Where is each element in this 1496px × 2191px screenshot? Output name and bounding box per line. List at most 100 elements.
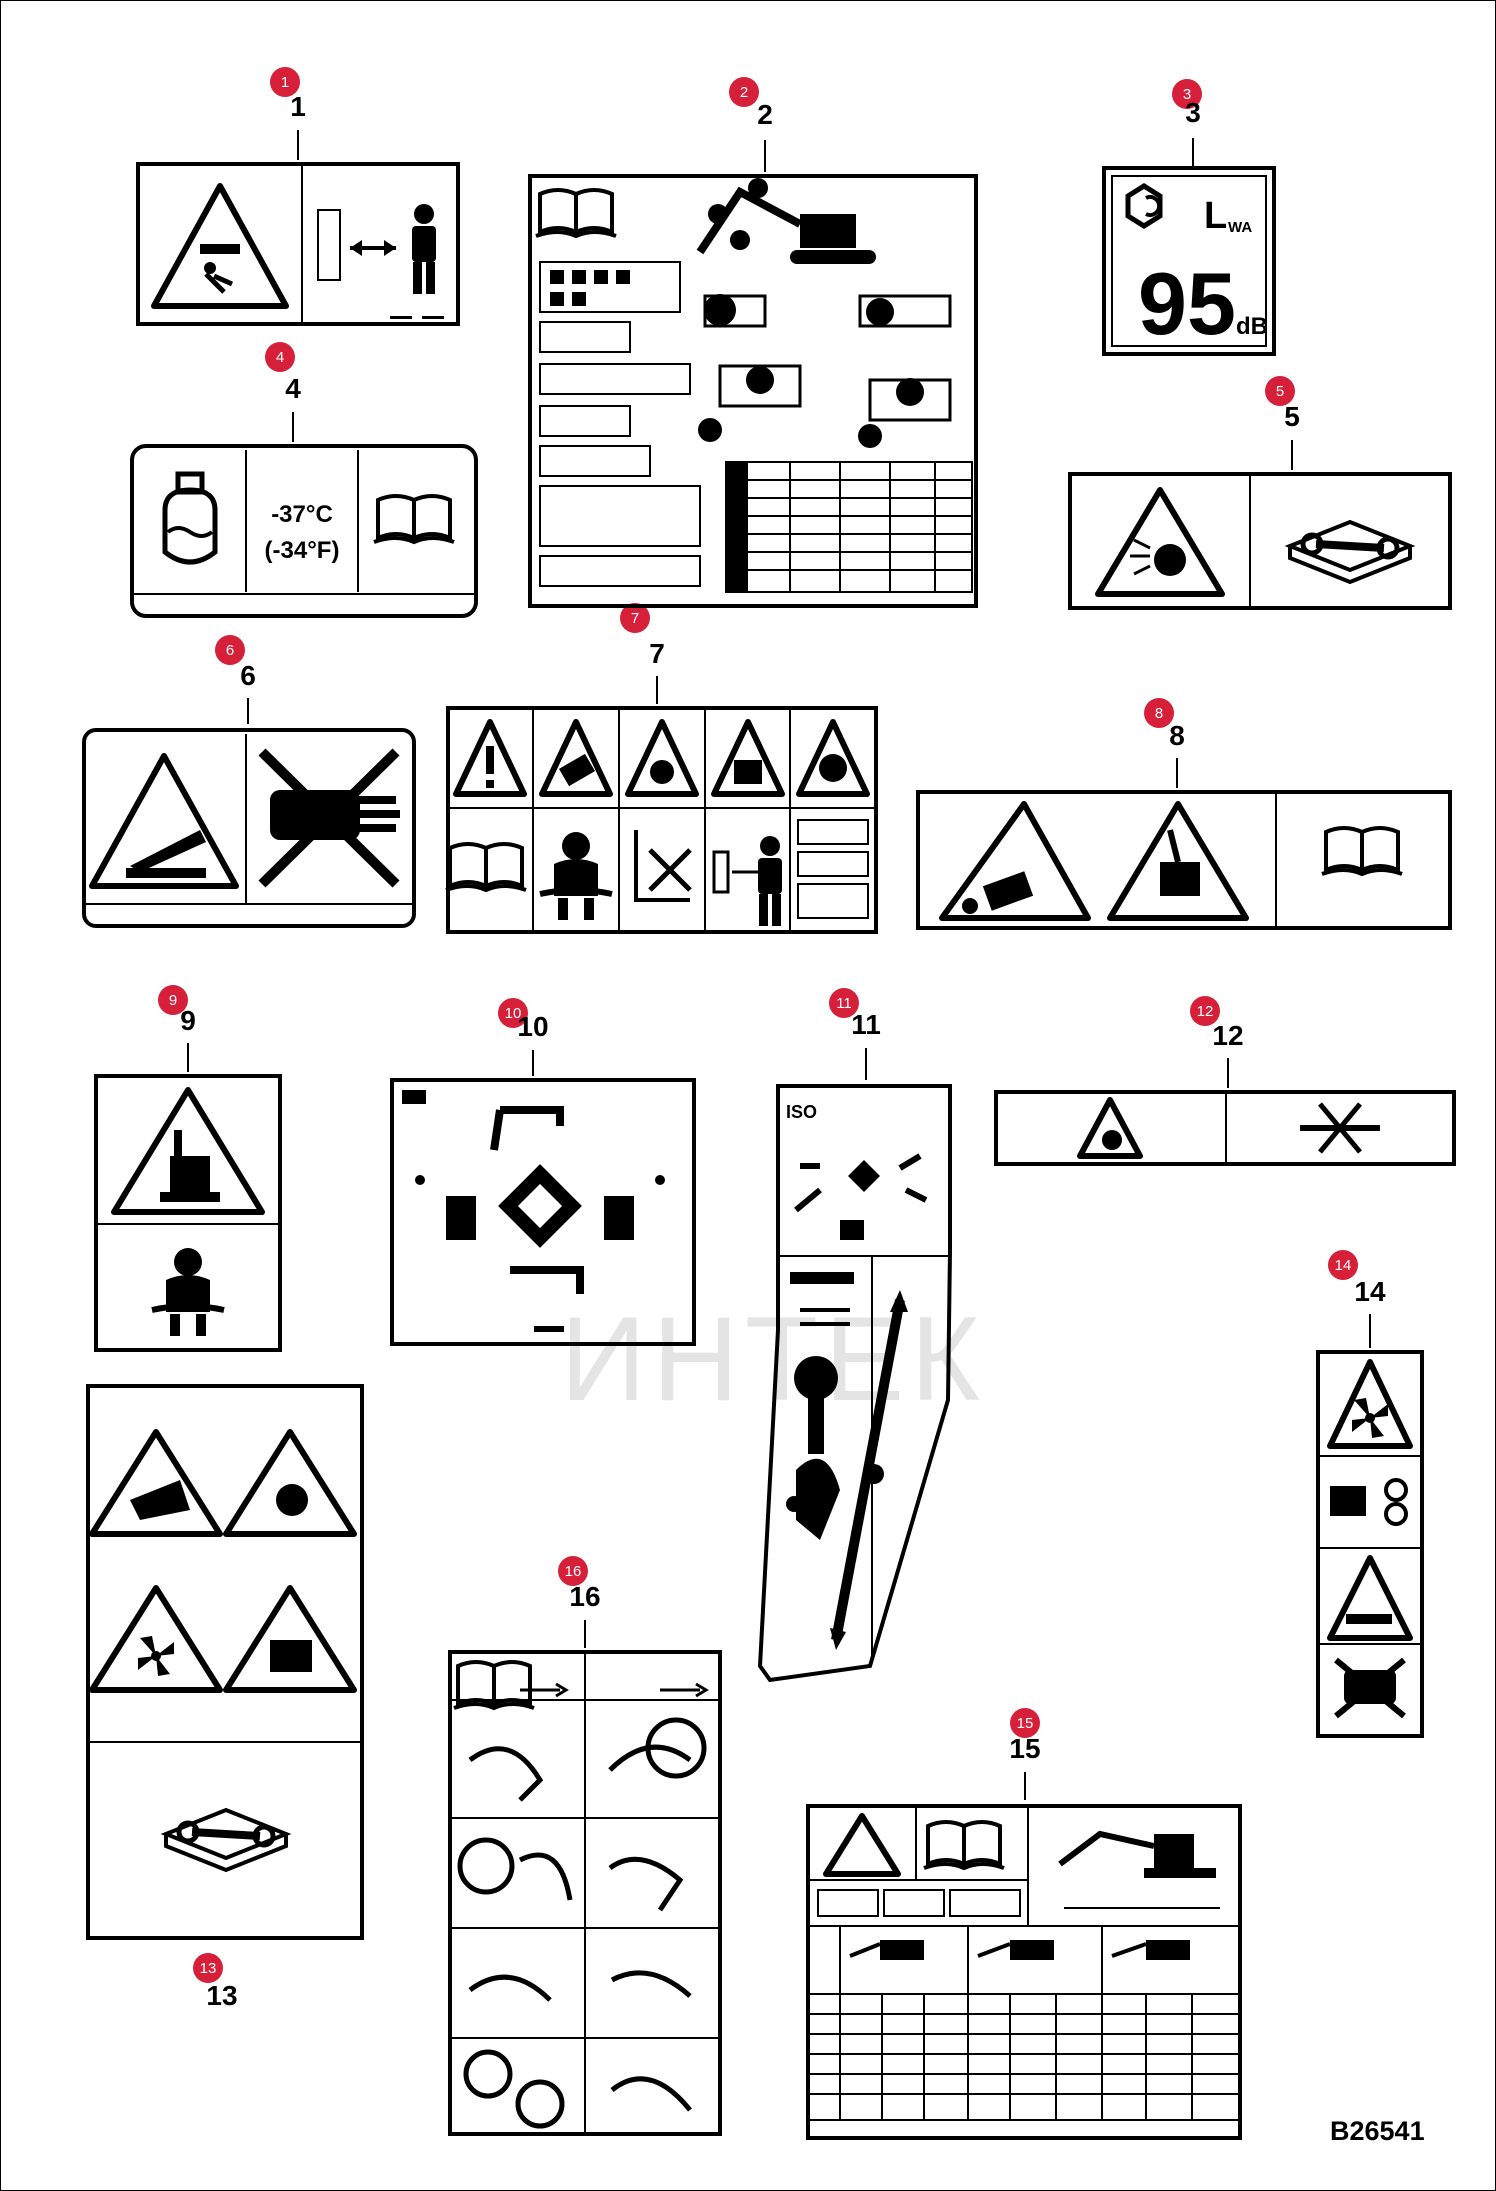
- svg-text:14: 14: [1335, 1257, 1352, 1274]
- person-icon: [412, 204, 436, 294]
- svg-text:9: 9: [180, 1005, 196, 1036]
- capacity-table: [808, 1993, 1240, 2121]
- svg-text:4: 4: [285, 373, 301, 404]
- item-numbers: 1 2 3 4 5 6 7 8 9 10 11 12 13 14 15 16: [180, 91, 1386, 2011]
- noise-unit: dB: [1236, 313, 1268, 340]
- hearing-nut-icon: [1125, 183, 1163, 229]
- svg-text:3: 3: [1183, 86, 1191, 103]
- svg-text:3: 3: [1185, 97, 1201, 128]
- excavator-tipover-icon: [962, 829, 1200, 914]
- decal-2[interactable]: [528, 174, 978, 608]
- manual-book-icon: [452, 1660, 536, 1710]
- explosion-warning-icon: [650, 760, 674, 784]
- svg-text:10: 10: [505, 1005, 522, 1022]
- svg-text:13: 13: [200, 1960, 217, 1977]
- fan-warning-icon: [1352, 1398, 1388, 1438]
- callout-badge-4[interactable]: [265, 342, 295, 372]
- fluid-injection-icon: [130, 1480, 190, 1520]
- callout-badge-10[interactable]: [498, 998, 528, 1028]
- svg-text:6: 6: [240, 660, 256, 691]
- decal-16[interactable]: [448, 1650, 722, 2136]
- decal-5[interactable]: [1068, 472, 1452, 610]
- iso-label: ISO: [786, 1102, 817, 1122]
- decal-15[interactable]: [806, 1804, 1242, 2140]
- decal-9[interactable]: [94, 1074, 282, 1352]
- coupler-steps-icon: [457, 1717, 707, 2129]
- svg-text:2: 2: [757, 99, 773, 130]
- svg-text:11: 11: [836, 995, 852, 1012]
- decal-14[interactable]: [1316, 1350, 1424, 1738]
- arrow-distance-icon: [350, 240, 396, 256]
- callout-badge-3[interactable]: [1172, 79, 1202, 109]
- crush-warning-icon: [126, 830, 206, 878]
- spec-table: [725, 461, 973, 593]
- svg-text:12: 12: [1212, 1020, 1243, 1051]
- svg-text:14: 14: [1354, 1276, 1386, 1307]
- svg-text:12: 12: [1197, 1003, 1214, 1020]
- iso-pattern-icon: [794, 1153, 928, 1240]
- manual-book-icon: [1320, 826, 1404, 876]
- excavator-tipover-icon: [160, 1130, 220, 1202]
- coolant-temp-f: (-34°F): [265, 537, 340, 564]
- manual-book-icon: [444, 842, 528, 892]
- decal-3[interactable]: L WA 95 dB: [1102, 166, 1276, 356]
- decal-4[interactable]: -37°C (-34°F): [130, 444, 478, 618]
- callout-badge-9[interactable]: [158, 985, 188, 1015]
- svg-text:16: 16: [569, 1581, 600, 1612]
- callout-badge-13[interactable]: [193, 1953, 223, 1983]
- joystick-pattern-icon: [402, 1090, 665, 1332]
- callout-badge-12[interactable]: [1190, 996, 1220, 1026]
- svg-text:8: 8: [1155, 705, 1163, 722]
- machine-silhouette: [1058, 1830, 1220, 1909]
- callout-badge-6[interactable]: [215, 635, 245, 665]
- decal-10[interactable]: [390, 1078, 696, 1346]
- callout-badge-8[interactable]: [1144, 698, 1174, 728]
- callout-badge-2[interactable]: [729, 77, 759, 107]
- fluid-injection-icon: [1130, 538, 1186, 576]
- svg-text:7: 7: [649, 638, 665, 669]
- svg-text:1: 1: [290, 91, 306, 122]
- coolant-reservoir-icon: [162, 471, 218, 565]
- svg-text:8: 8: [1169, 720, 1185, 751]
- svg-text:4: 4: [276, 349, 284, 366]
- callout-badge-15[interactable]: [1010, 1708, 1040, 1738]
- manual-book-icon: [372, 494, 456, 544]
- callout-badge-16[interactable]: [558, 1556, 588, 1586]
- leader-lines: [187, 130, 1371, 1800]
- coolant-temp-c: -37°C: [271, 501, 333, 528]
- wrench-manual-icon: [166, 1810, 286, 1870]
- svg-text:15: 15: [1017, 1715, 1034, 1732]
- svg-text:5: 5: [1276, 383, 1284, 400]
- noise-symbol: L: [1204, 195, 1227, 237]
- callout-badge-11[interactable]: [829, 988, 859, 1018]
- decal-7[interactable]: [444, 706, 878, 934]
- noise-value: 95: [1138, 254, 1236, 353]
- explosion-warning-icon: [276, 1484, 308, 1516]
- watermark: ИНТЕК: [560, 1292, 987, 1426]
- seated-operator-icon: [540, 832, 612, 920]
- callout-badge-7[interactable]: [620, 603, 650, 633]
- control-diagrams: [539, 261, 952, 587]
- svg-text:1: 1: [281, 74, 289, 91]
- manual-book-icon: [922, 1820, 1006, 1870]
- decal-12[interactable]: [994, 1090, 1456, 1166]
- svg-text:6: 6: [226, 642, 234, 659]
- fan-warning-icon: [138, 1636, 174, 1676]
- svg-text:2: 2: [740, 84, 748, 101]
- noise-symbol-sub: WA: [1228, 219, 1252, 236]
- hand-crush-icon: [258, 748, 400, 888]
- callout-badge-1[interactable]: [270, 67, 300, 97]
- decal-1[interactable]: [136, 162, 460, 326]
- callout-badge-5[interactable]: [1265, 376, 1295, 406]
- decal-11[interactable]: ISO: [757, 1084, 952, 1683]
- svg-text:10: 10: [517, 1011, 548, 1042]
- svg-text:15: 15: [1009, 1733, 1040, 1764]
- decal-13[interactable]: [86, 1384, 364, 1940]
- svg-text:7: 7: [631, 610, 639, 627]
- decal-6[interactable]: [82, 728, 416, 928]
- wrench-cross-icon: [1300, 1102, 1380, 1154]
- manual-book-icon: [534, 188, 618, 238]
- decal-8[interactable]: [916, 790, 1452, 930]
- callout-badge-14[interactable]: [1328, 1250, 1358, 1280]
